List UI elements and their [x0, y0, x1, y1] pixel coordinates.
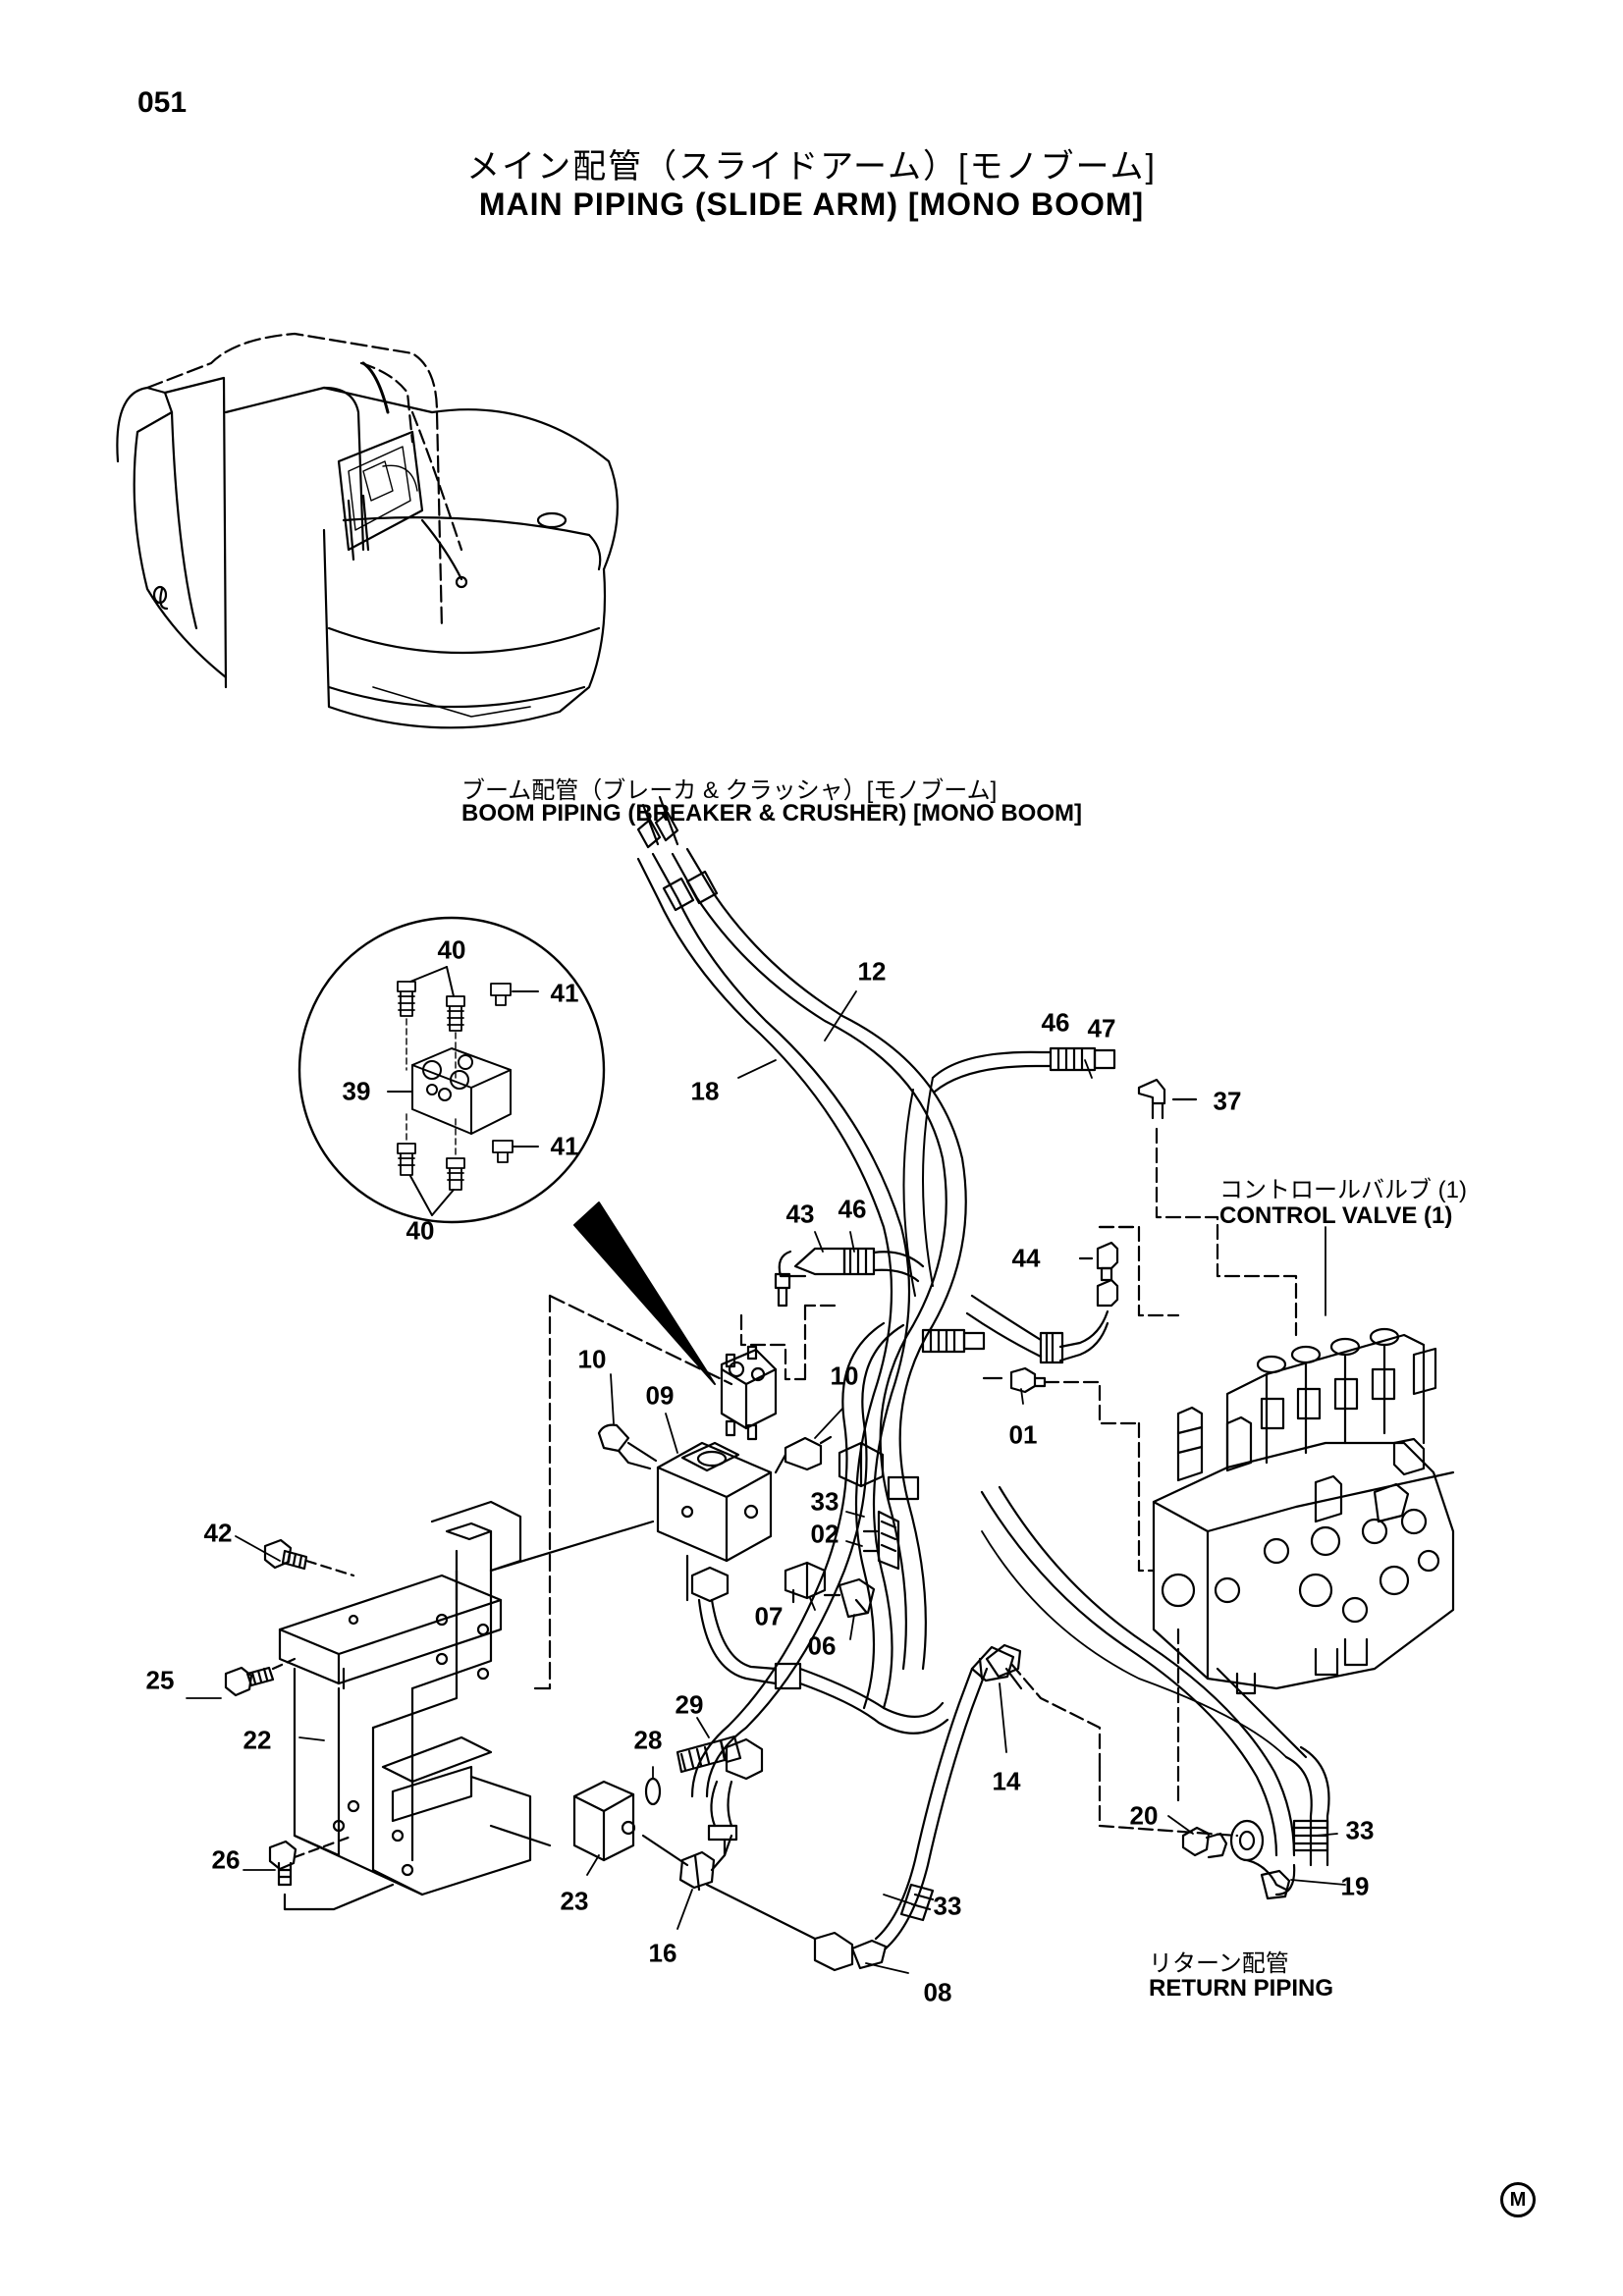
fitting-14	[985, 1643, 1102, 1769]
callout-40-lower: 40	[406, 1215, 435, 1246]
callout-40-upper: 40	[437, 934, 466, 965]
callout-08: 08	[923, 1977, 952, 2007]
callout-26: 26	[211, 1844, 241, 1875]
callout-20: 20	[1129, 1800, 1159, 1831]
callout-41-lower: 41	[550, 1131, 579, 1161]
callout-42: 42	[203, 1518, 233, 1548]
return-piping-fittings	[1181, 1745, 1330, 1900]
callout-25: 25	[145, 1665, 175, 1695]
excavator-cab-illustration	[116, 332, 619, 729]
hose-43-44-46	[774, 1225, 1180, 1364]
parts-23-28-29	[489, 1735, 742, 1867]
callout-leaders	[186, 990, 1346, 1974]
callout-28: 28	[633, 1725, 663, 1755]
hose-01-fittings	[921, 1328, 1141, 1425]
callout-02: 02	[810, 1519, 839, 1549]
callout-46-middle: 46	[838, 1194, 867, 1224]
page-number: 051	[137, 86, 188, 119]
boom-hoses	[636, 795, 1296, 1857]
callout-41-upper: 41	[550, 978, 579, 1008]
callout-33-lower: 33	[933, 1891, 962, 1921]
callout-06: 06	[807, 1630, 837, 1661]
block-39-assembly	[533, 1294, 837, 1690]
boom-piping-label-jp: ブーム配管（ブレーカ & クラッシャ）[モノブーム]	[461, 777, 998, 804]
callout-43: 43	[785, 1199, 815, 1229]
detail-circle	[298, 916, 716, 1385]
callout-29: 29	[675, 1689, 704, 1720]
control-valve-body	[1098, 1225, 1455, 1838]
callout-23: 23	[560, 1886, 589, 1916]
control-valve-label-en: CONTROL VALVE (1)	[1219, 1202, 1453, 1229]
callout-10-right: 10	[830, 1361, 859, 1391]
callout-16: 16	[648, 1938, 677, 1968]
callout-12: 12	[857, 956, 887, 987]
return-piping-label-en: RETURN PIPING	[1149, 1975, 1334, 2002]
bracket-22	[224, 1500, 532, 1911]
callout-10-left: 10	[577, 1344, 607, 1374]
callout-09: 09	[645, 1380, 675, 1411]
fittings-07-06	[784, 1561, 876, 1619]
hose-left-lower	[678, 1566, 1015, 1972]
callout-01: 01	[1008, 1419, 1038, 1450]
callout-14: 14	[992, 1766, 1021, 1796]
callout-18: 18	[690, 1076, 720, 1106]
callout-39: 39	[342, 1076, 371, 1106]
callout-47: 47	[1087, 1013, 1116, 1043]
callout-37: 37	[1213, 1086, 1242, 1116]
hose-46-47	[902, 1046, 1298, 1337]
callout-44: 44	[1011, 1243, 1041, 1273]
title-english: MAIN PIPING (SLIDE ARM) [MONO BOOM]	[478, 187, 1145, 222]
return-piping-label-jp: リターン配管	[1149, 1950, 1289, 1977]
fittings-33-02	[838, 1441, 920, 1571]
callout-07: 07	[754, 1601, 784, 1631]
valve-09-assembly	[489, 1423, 833, 1602]
callout-22: 22	[243, 1725, 272, 1755]
callout-33-right: 33	[1345, 1815, 1375, 1845]
title-japanese: メイン配管（スライドアーム）[モノブーム]	[466, 148, 1157, 186]
callout-46-top: 46	[1041, 1007, 1070, 1038]
callout-33-center: 33	[810, 1486, 839, 1517]
boom-piping-label-en: BOOM PIPING (BREAKER & CRUSHER) [MONO BO…	[461, 800, 1082, 827]
control-valve-label-jp: コントロールバルブ (1)	[1219, 1177, 1467, 1203]
corner-m-mark: M	[1500, 2182, 1536, 2217]
callout-19: 19	[1340, 1871, 1370, 1901]
